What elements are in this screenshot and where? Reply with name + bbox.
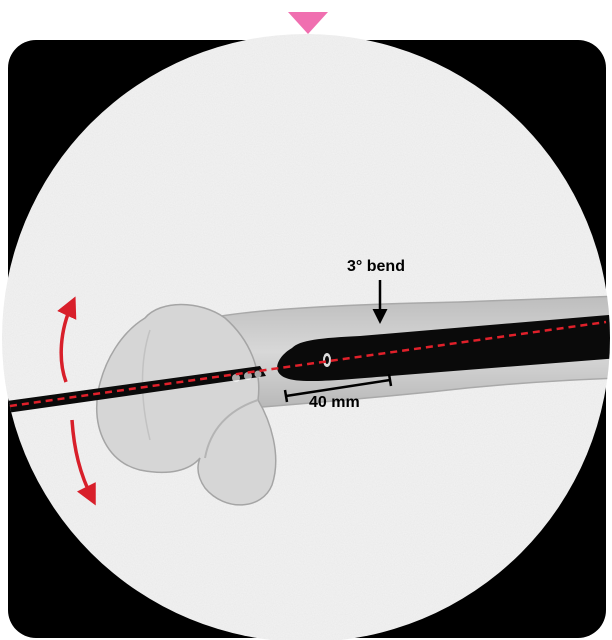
length-annotation: 40 mm (309, 394, 360, 411)
bend-annotation: 3° bend (347, 258, 405, 275)
position-marker-icon (288, 12, 328, 34)
